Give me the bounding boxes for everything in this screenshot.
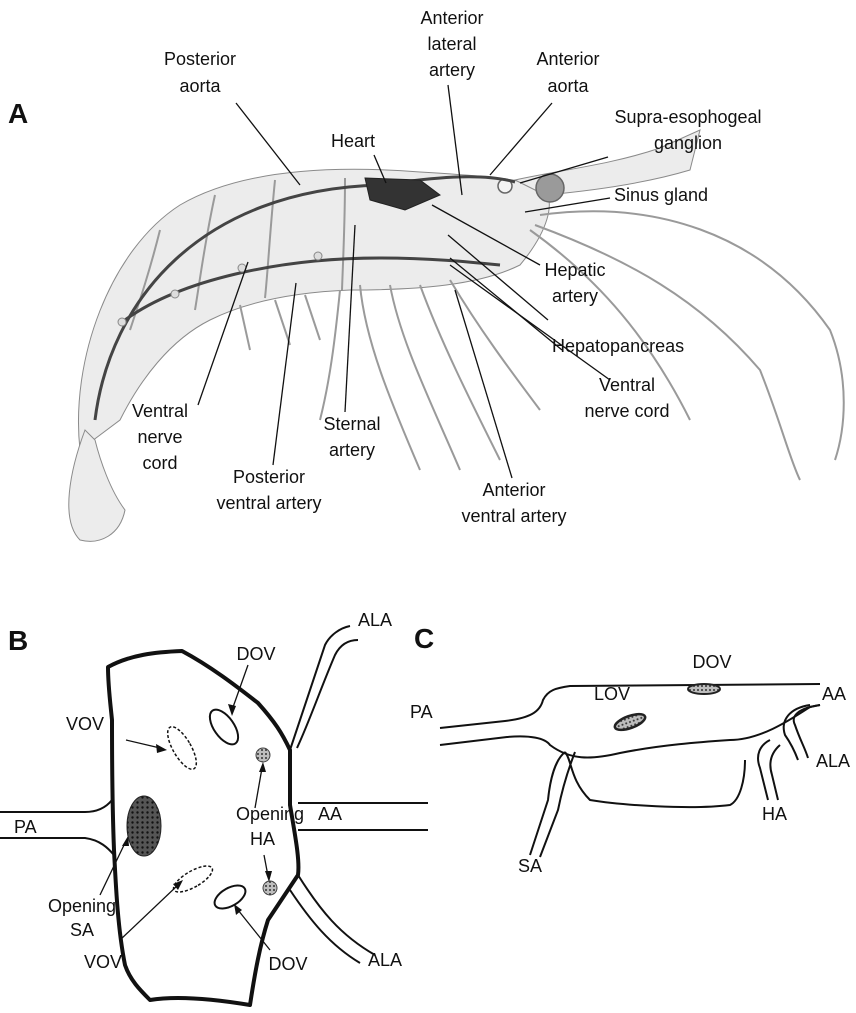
- dov-top-ostium: [204, 705, 243, 749]
- vov-top-ostium: [162, 723, 202, 774]
- panel-a: A: [8, 8, 844, 541]
- label-b-ha: HA: [250, 829, 275, 849]
- svg-text:Hepatic: Hepatic: [544, 260, 605, 280]
- label-anterior-aorta: Anterior aorta: [536, 49, 599, 96]
- opening-aa-dot: [256, 748, 270, 762]
- label-hepatic-artery: Hepatic artery: [544, 260, 605, 306]
- svg-text:cord: cord: [142, 453, 177, 473]
- label-b-vov-top: VOV: [66, 714, 104, 734]
- panel-c: C DOV AA LOV PA ALA HA SA: [410, 623, 850, 876]
- label-b-dov-top: DOV: [236, 644, 275, 664]
- label-c-ala: ALA: [816, 751, 850, 771]
- label-heart: Heart: [331, 131, 375, 151]
- label-b-dov-bottom: DOV: [268, 954, 307, 974]
- dov-bottom-ostium: [211, 881, 249, 914]
- label-hepatopancreas: Hepatopancreas: [552, 336, 684, 356]
- svg-text:Supra-esophogeal: Supra-esophogeal: [614, 107, 761, 127]
- label-supra-esophageal-ganglion: Supra-esophogeal ganglion: [614, 107, 761, 153]
- svg-text:Anterior: Anterior: [420, 8, 483, 28]
- svg-text:nerve: nerve: [137, 427, 182, 447]
- panel-c-letter: C: [414, 623, 434, 654]
- svg-text:artery: artery: [552, 286, 598, 306]
- label-c-dov: DOV: [692, 652, 731, 672]
- svg-text:artery: artery: [429, 60, 475, 80]
- svg-text:Posterior: Posterior: [164, 49, 236, 69]
- label-b-opening-sa-1: Opening: [48, 896, 116, 916]
- opening-ha-dot: [263, 881, 277, 895]
- panel-b: B DOV ALA: [0, 610, 428, 1005]
- label-b-ala-bottom: ALA: [368, 950, 402, 970]
- svg-text:Ventral: Ventral: [599, 375, 655, 395]
- svg-text:aorta: aorta: [179, 76, 221, 96]
- label-sternal-artery: Sternal artery: [323, 414, 380, 460]
- lov-ostium-c: [613, 711, 647, 733]
- svg-text:Sternal: Sternal: [323, 414, 380, 434]
- label-ventral-nerve-cord-right: Ventral nerve cord: [584, 375, 669, 421]
- svg-text:Anterior: Anterior: [482, 480, 545, 500]
- panel-b-letter: B: [8, 625, 28, 656]
- label-c-pa: PA: [410, 702, 433, 722]
- label-posterior-ventral-artery: Posterior ventral artery: [216, 467, 321, 513]
- label-b-ala-top: ALA: [358, 610, 392, 630]
- svg-text:Posterior: Posterior: [233, 467, 305, 487]
- vov-bottom-ostium: [170, 861, 216, 897]
- panel-a-letter: A: [8, 98, 28, 129]
- label-anterior-lateral-artery: Anterior lateral artery: [420, 8, 483, 80]
- shrimp-tail: [69, 430, 125, 541]
- svg-text:ventral artery: ventral artery: [461, 506, 566, 526]
- label-ventral-nerve-cord-left: Ventral nerve cord: [132, 401, 188, 473]
- opening-sa-ostium: [127, 796, 161, 856]
- label-b-vov-bottom: VOV: [84, 952, 122, 972]
- label-c-sa: SA: [518, 856, 542, 876]
- label-c-lov: LOV: [594, 684, 630, 704]
- svg-text:ventral artery: ventral artery: [216, 493, 321, 513]
- label-posterior-aorta: Posterior aorta: [164, 49, 236, 96]
- dov-ostium-c: [688, 684, 720, 694]
- svg-text:lateral: lateral: [427, 34, 476, 54]
- svg-text:ganglion: ganglion: [654, 133, 722, 153]
- label-sinus-gland: Sinus gland: [614, 185, 708, 205]
- eye: [536, 174, 564, 202]
- label-anterior-ventral-artery: Anterior ventral artery: [461, 480, 566, 526]
- label-b-aa: AA: [318, 804, 342, 824]
- svg-text:artery: artery: [329, 440, 375, 460]
- svg-text:nerve cord: nerve cord: [584, 401, 669, 421]
- label-b-opening-aa: Opening: [236, 804, 304, 824]
- label-c-aa: AA: [822, 684, 846, 704]
- shrimp-illustration: [69, 130, 844, 541]
- label-c-ha: HA: [762, 804, 787, 824]
- label-b-pa: PA: [14, 817, 37, 837]
- svg-text:Ventral: Ventral: [132, 401, 188, 421]
- label-b-opening-sa-2: SA: [70, 920, 94, 940]
- svg-text:aorta: aorta: [547, 76, 589, 96]
- svg-text:Anterior: Anterior: [536, 49, 599, 69]
